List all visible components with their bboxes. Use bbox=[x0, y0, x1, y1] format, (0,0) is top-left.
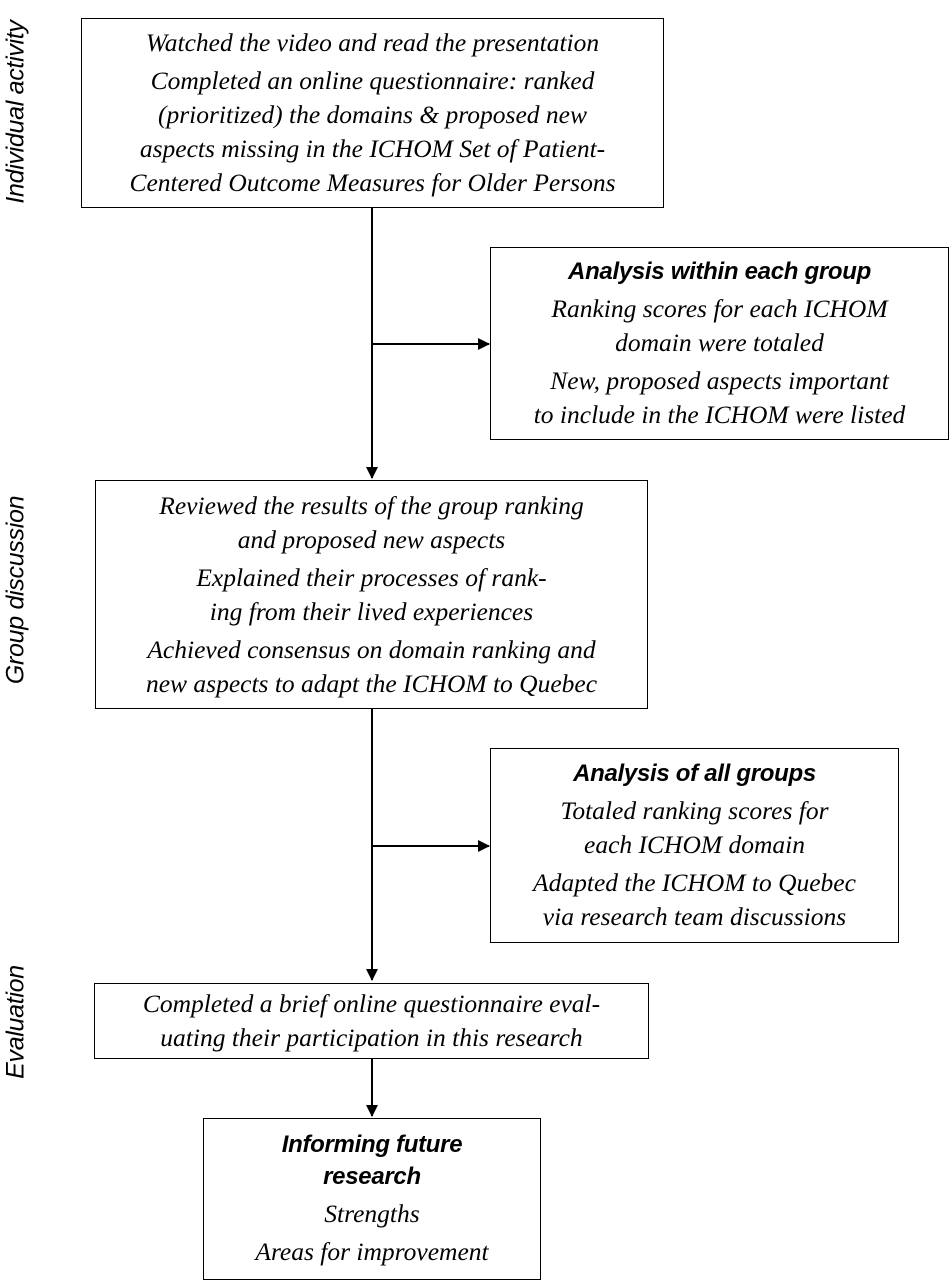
analysis-all-groups-line-2: Adapted the ICHOM to Quebec via research… bbox=[533, 867, 856, 931]
analysis-within-group-line-1: Ranking scores for each ICHOM domain wer… bbox=[551, 293, 888, 357]
evaluation-box: Completed a brief online questionnaire e… bbox=[94, 983, 649, 1059]
analysis-all-groups-box: Analysis of all groups Totaled ranking s… bbox=[490, 748, 899, 943]
individual-task-line-1: Watched the video and read the presentat… bbox=[145, 28, 600, 57]
future-research-line-1: Strengths bbox=[324, 1199, 420, 1228]
analysis-within-group-heading: Analysis within each group bbox=[568, 257, 871, 285]
evaluation-line-1: Completed a brief online questionnaire e… bbox=[142, 989, 601, 1052]
analysis-within-group-line-2: New, proposed aspects important to inclu… bbox=[533, 365, 906, 429]
group-discussion-box: Reviewed the results of the group rankin… bbox=[95, 480, 648, 709]
future-research-box: Informing future research Strengths Area… bbox=[203, 1118, 541, 1280]
individual-task-line-2: Completed an online questionnaire: ranke… bbox=[129, 66, 616, 197]
individual-task-box: Watched the video and read the presentat… bbox=[81, 18, 664, 208]
group-discussion-line-2: Explained their processes of rank- ing f… bbox=[196, 562, 547, 626]
future-research-heading: Informing future research bbox=[281, 1131, 463, 1190]
group-discussion-line-1: Reviewed the results of the group rankin… bbox=[159, 490, 584, 554]
group-discussion-line-3: Achieved consensus on domain ranking and… bbox=[145, 634, 598, 698]
future-research-line-2: Areas for improvement bbox=[255, 1237, 489, 1266]
analysis-within-group-box: Analysis within each group Ranking score… bbox=[490, 247, 949, 440]
analysis-all-groups-heading: Analysis of all groups bbox=[573, 759, 816, 787]
analysis-all-groups-line-1: Totaled ranking scores for each ICHOM do… bbox=[560, 795, 829, 859]
